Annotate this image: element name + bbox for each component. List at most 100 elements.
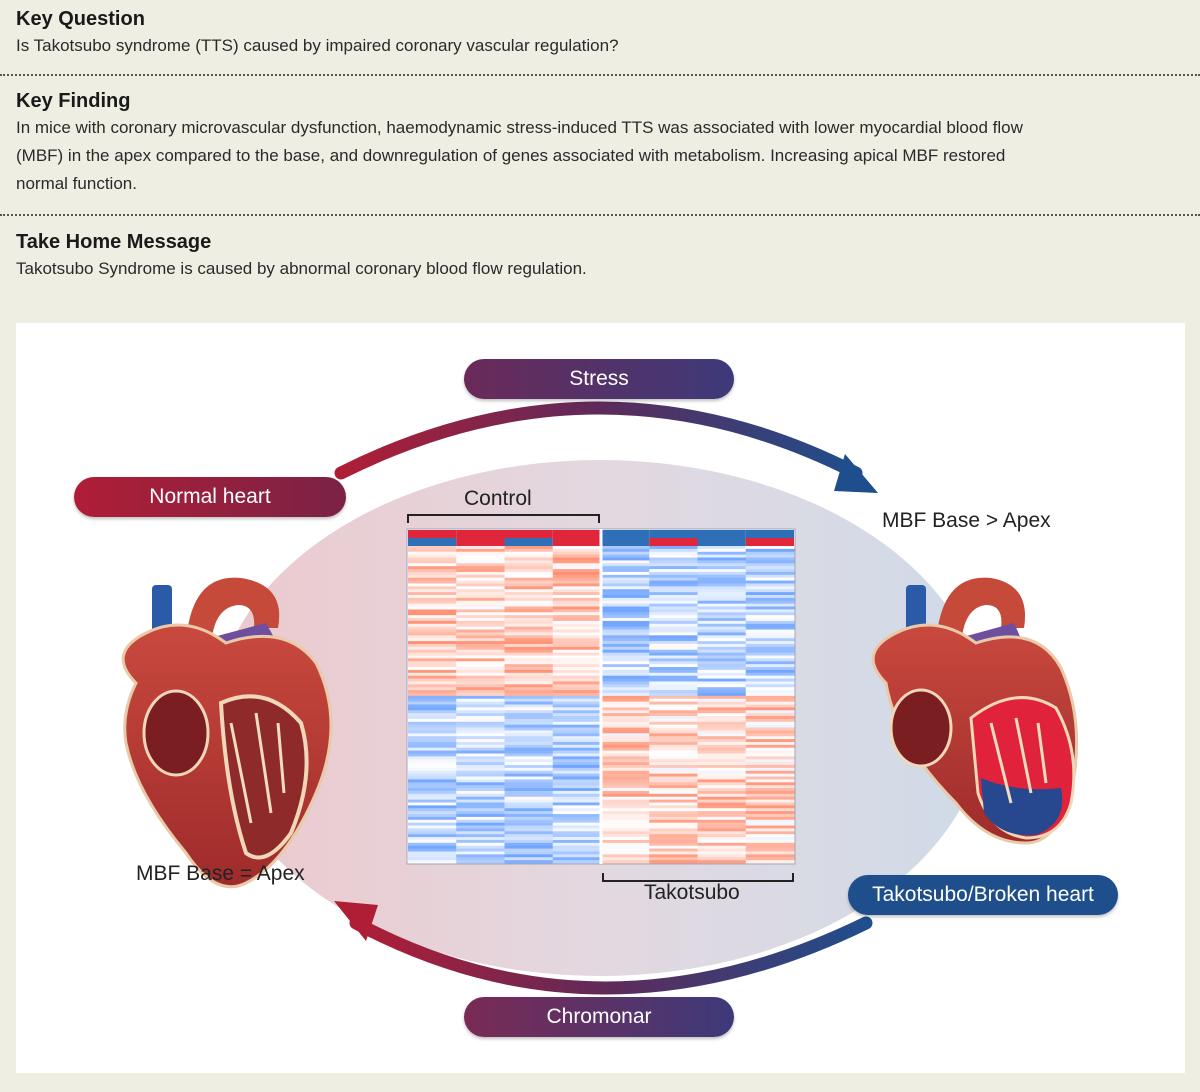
- heatmap-cell: [504, 782, 554, 786]
- heatmap-cell: [697, 839, 747, 844]
- heatmap-cell: [408, 770, 457, 775]
- heatmap-cell: [697, 819, 747, 824]
- heatmap-cell: [745, 727, 795, 731]
- heatmap-cell: [408, 661, 457, 665]
- heatmap-cell: [408, 658, 457, 662]
- heatmap-cell: [649, 707, 698, 711]
- heatmap-cell: [504, 814, 554, 818]
- heatmap-cell: [456, 632, 505, 636]
- heatmap-cell: [649, 649, 698, 654]
- heatmap-cell: [552, 672, 602, 677]
- heatmap-cell: [456, 661, 505, 665]
- heatmap-cell: [601, 767, 650, 772]
- heatmap-cell: [456, 638, 505, 642]
- heatmap-cell: [649, 785, 698, 789]
- heatmap-cell: [456, 727, 505, 731]
- takotsubo-heart-pill: Takotsubo/Broken heart: [848, 875, 1118, 915]
- heatmap-cell: [745, 819, 795, 824]
- heatmap-cell: [745, 842, 795, 847]
- heatmap-cell: [456, 684, 505, 688]
- heatmap-cell: [649, 669, 698, 674]
- heatmap-cell: [649, 687, 698, 691]
- heatmap-cell: [697, 655, 747, 659]
- heatmap-cell: [552, 655, 602, 659]
- heatmap-cell: [552, 767, 602, 772]
- heatmap-cell: [408, 842, 457, 847]
- heatmap-cell: [408, 560, 457, 564]
- heatmap-cell: [601, 750, 650, 754]
- heatmap-cell: [745, 845, 795, 850]
- heatmap-cell: [456, 834, 505, 838]
- heatmap-cell: [504, 548, 554, 553]
- heatmap-cell: [456, 658, 505, 662]
- heatmap-cell: [649, 609, 698, 613]
- heatmap-cell: [745, 814, 795, 818]
- heatmap-cell: [456, 839, 505, 844]
- heatmap-cell: [552, 718, 602, 723]
- heatmap-cell: [601, 609, 650, 613]
- heatmap-cell: [697, 681, 747, 685]
- heatmap-cell: [504, 684, 554, 688]
- heatmap-cell: [697, 834, 747, 838]
- heatmap-cell: [649, 790, 698, 795]
- heatmap-cell: [504, 793, 554, 798]
- heatmap-cell: [504, 655, 554, 659]
- heatmap-cell: [504, 603, 554, 608]
- heatmap-cell: [601, 733, 650, 737]
- heatmap-cell: [745, 730, 795, 734]
- heatmap-cell: [649, 600, 698, 605]
- heatmap-cell: [552, 626, 602, 631]
- heatmap-cell: [649, 698, 698, 703]
- heatmap-cell: [504, 788, 554, 792]
- heatmap-cell: [408, 546, 457, 550]
- heatmap-cell: [456, 701, 505, 705]
- heatmap-cell: [649, 675, 698, 680]
- heatmap-cell: [504, 796, 554, 801]
- heatmap-cell: [552, 701, 602, 705]
- heatmap-cell: [697, 557, 747, 561]
- takotsubo-label: Takotsubo: [644, 881, 740, 904]
- heatmap-cell: [408, 716, 457, 720]
- heatmap-cell: [601, 834, 650, 838]
- heatmap-sample-strip: [408, 538, 457, 546]
- heatmap-cell: [552, 790, 602, 795]
- heatmap-cell: [745, 692, 795, 697]
- heatmap-cell: [408, 646, 457, 651]
- take-home-text: Takotsubo Syndrome is caused by abnormal…: [16, 259, 587, 278]
- heatmap-cell: [552, 819, 602, 824]
- heatmap-cell: [408, 753, 457, 757]
- heatmap-cell: [601, 808, 650, 812]
- heatmap-cell: [456, 669, 505, 674]
- heatmap-cell: [745, 583, 795, 587]
- heatmap-cell: [552, 615, 602, 619]
- heatmap-cell: [456, 773, 505, 778]
- heatmap-cell: [697, 548, 747, 553]
- heatmap-cell: [408, 790, 457, 795]
- heatmap-cell: [408, 563, 457, 567]
- mbf-greater-label: MBF Base > Apex: [882, 509, 1051, 532]
- heatmap-cell: [552, 612, 602, 616]
- heatmap-cell: [745, 713, 795, 717]
- heatmap-cell: [552, 638, 602, 642]
- heatmap-cell: [649, 767, 698, 772]
- heatmap-cell: [504, 710, 554, 714]
- heatmap-cell: [552, 678, 602, 682]
- heatmap-cell: [697, 837, 747, 841]
- heatmap-cell: [552, 704, 602, 708]
- heatmap-cell: [552, 690, 602, 694]
- heatmap-cell: [408, 554, 457, 559]
- heatmap-cell: [504, 652, 554, 657]
- heatmap-cell: [456, 753, 505, 757]
- heatmap-cell: [504, 690, 554, 694]
- heatmap-cell: [456, 756, 505, 760]
- heatmap-cell: [408, 641, 457, 645]
- heatmap-cell: [601, 629, 650, 633]
- heatmap-cell: [745, 822, 795, 827]
- heatmap-cell: [408, 747, 457, 752]
- heatmap-cell: [697, 667, 747, 671]
- heatmap-cell: [649, 577, 698, 582]
- heatmap-cell: [601, 776, 650, 780]
- heatmap-cell: [504, 592, 554, 596]
- heatmap-cell: [408, 664, 457, 668]
- heatmap-cell: [504, 724, 554, 729]
